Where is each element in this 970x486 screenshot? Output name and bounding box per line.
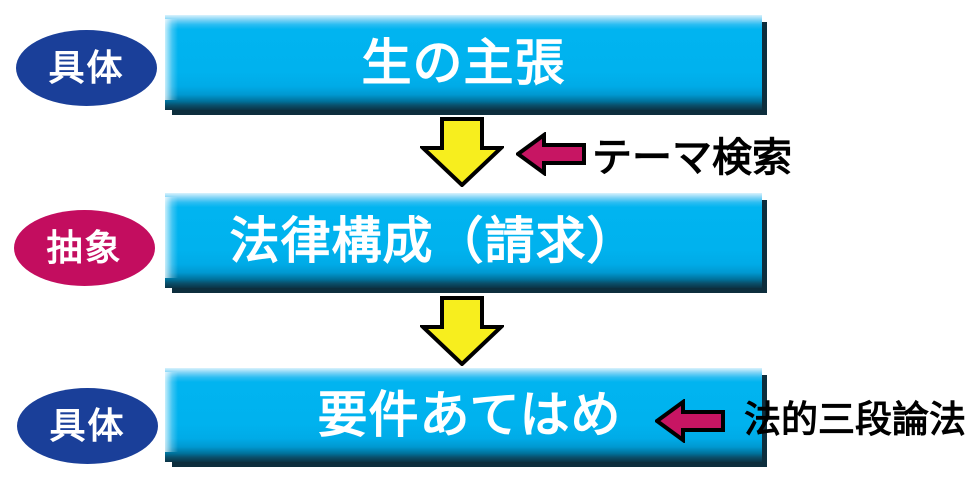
oval-tag-concrete-top: 具体 xyxy=(16,30,157,106)
flow-box-raw-assertion: 生の主張 xyxy=(165,15,762,110)
oval-tag-label: 抽象 xyxy=(46,227,123,268)
flow-box-label: 生の主張 xyxy=(361,34,566,91)
oval-tag-concrete-bottom: 具体 xyxy=(17,388,158,464)
flow-box-label: 要件あてはめ xyxy=(317,387,622,443)
down-arrow-icon xyxy=(420,117,504,187)
down-arrow-icon xyxy=(420,296,504,366)
left-arrow-icon xyxy=(516,132,586,176)
oval-tag-label: 具体 xyxy=(48,47,125,88)
left-arrow-icon xyxy=(655,399,725,443)
flow-box-label: 法律構成（請求） xyxy=(229,212,638,269)
annotation-legal-syllogism: 法的三段論法 xyxy=(744,399,966,440)
annotation-theme-search: テーマ検索 xyxy=(592,136,792,180)
flow-box-legal-construction: 法律構成（請求） xyxy=(165,193,762,288)
oval-tag-abstract: 抽象 xyxy=(14,210,155,286)
oval-tag-label: 具体 xyxy=(49,405,126,446)
